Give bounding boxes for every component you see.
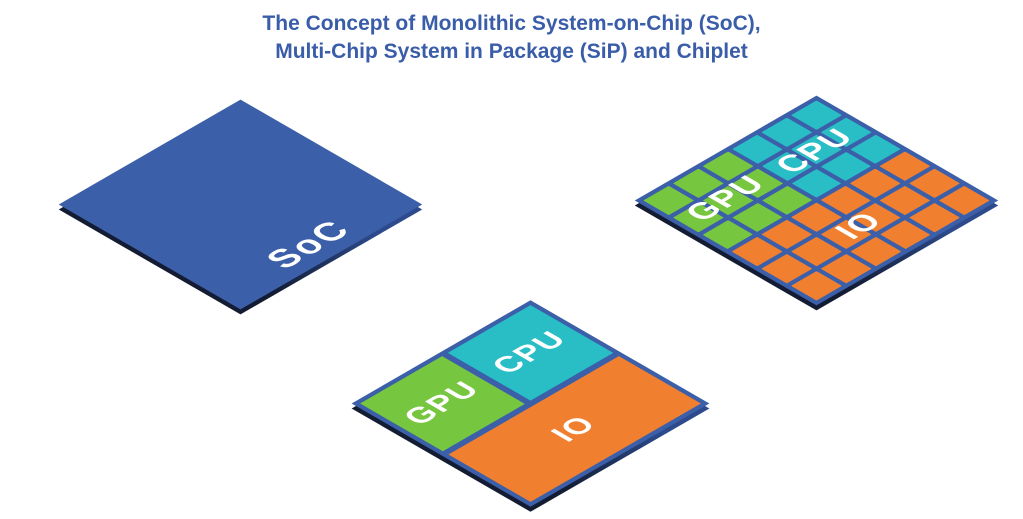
- chiplet-substrate: CPU GPU IO: [634, 95, 999, 306]
- title-line-2: Multi-Chip System in Package (SiP) and C…: [275, 40, 748, 63]
- soc-die: SoC: [58, 99, 423, 310]
- chiplet-cpu-label: CPU: [766, 123, 862, 179]
- chiplet-chip: CPU GPU IO: [634, 72, 999, 329]
- diagram-title: The Concept of Monolithic System-on-Chip…: [0, 10, 1023, 66]
- soc-chip: SoC: [58, 76, 423, 333]
- sip-cpu-label: CPU: [484, 326, 576, 379]
- sip-gpu-label: GPU: [396, 376, 489, 430]
- sip-io-label: IO: [543, 411, 605, 447]
- chiplet-io-label: IO: [827, 207, 892, 244]
- soc-label: SoC: [257, 214, 361, 274]
- sip-chip: CPU GPU IO: [351, 277, 710, 519]
- sip-substrate: CPU GPU IO: [351, 300, 710, 507]
- title-line-1: The Concept of Monolithic System-on-Chip…: [262, 12, 761, 35]
- sip-io-die: IO: [448, 355, 701, 502]
- chiplet-label-layer: CPU GPU IO: [635, 96, 998, 306]
- chiplet-gpu-label: GPU: [676, 170, 774, 227]
